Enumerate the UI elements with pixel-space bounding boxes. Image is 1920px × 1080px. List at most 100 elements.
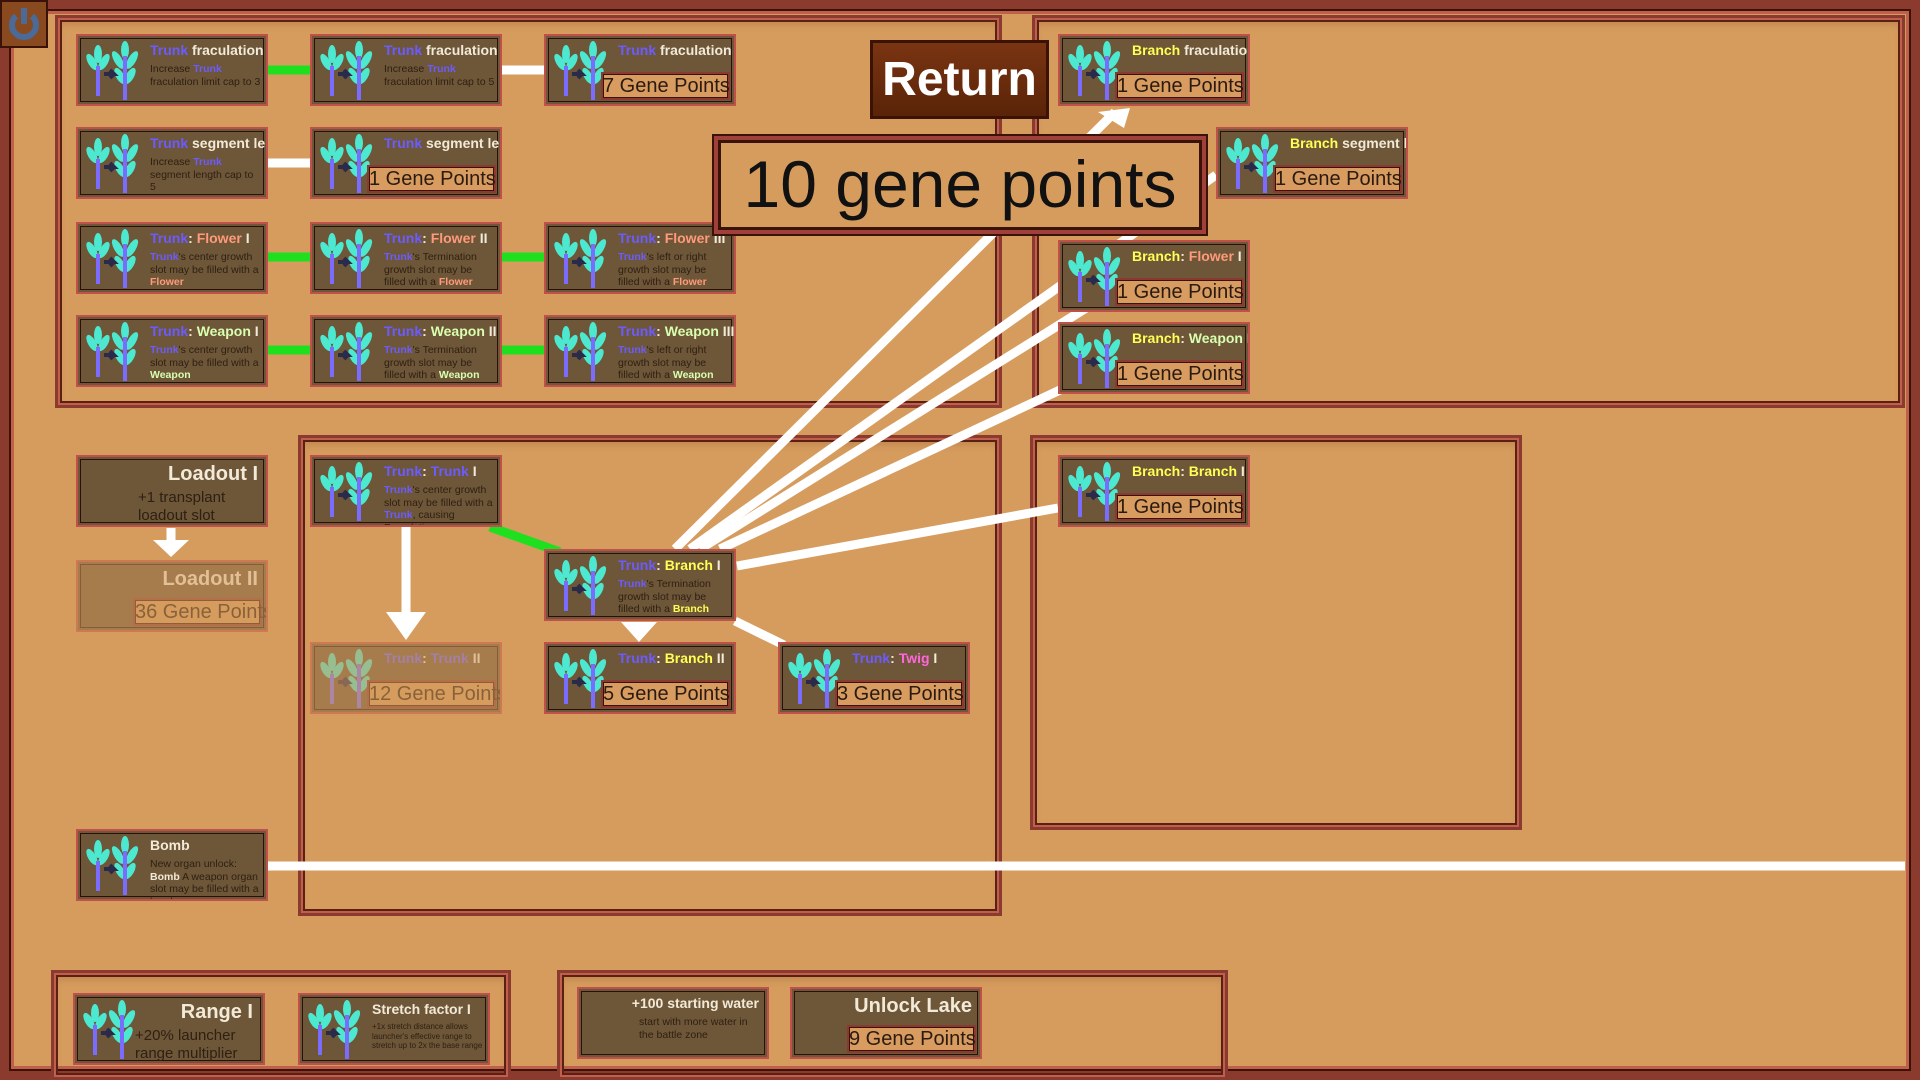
upgrade-card-range-1[interactable]: Range I+20% launcher range multiplier — [73, 993, 265, 1065]
card-description: Increase Trunk segment length cap to 5 — [150, 156, 262, 194]
card-title-part: : — [188, 230, 197, 246]
card-title: Trunk segment length II — [384, 135, 500, 151]
card-title-part: Weapon — [1188, 330, 1243, 346]
card-title-part: Weapon — [664, 323, 719, 339]
plant-upgrade-icon — [1064, 246, 1128, 308]
upgrade-card-branch-flower-1[interactable]: Branch: Flower I 1 Gene Points — [1058, 240, 1250, 312]
card-title-part: Branch — [1132, 248, 1181, 264]
card-description: New organ unlock: Bomb A weapon organ sl… — [150, 858, 262, 900]
gene-point-cost: 1 Gene Points — [1115, 278, 1244, 306]
upgrade-card-trunk-trunk-1[interactable]: Trunk: Trunk I Trunk's center growth slot… — [310, 455, 502, 527]
card-title-part: Trunk — [430, 650, 469, 666]
arrow-down-icon — [621, 622, 657, 642]
plant-upgrade-icon — [316, 321, 380, 383]
card-title-part: : — [422, 463, 431, 479]
plant-upgrade-icon — [82, 835, 146, 897]
card-title-part: I — [241, 230, 250, 246]
card-title-part: Loadout II — [162, 568, 258, 590]
card-title-part: : — [422, 230, 431, 246]
battle-zone-panel — [557, 970, 1228, 1080]
card-title: Branch: Flower I — [1132, 248, 1244, 264]
upgrade-card-branch-weapon-1[interactable]: Branch: Weapon I1 Gene Points — [1058, 322, 1250, 394]
card-description: Trunk's left or right growth slot may be… — [618, 251, 730, 289]
launcher-panel — [51, 970, 511, 1080]
card-title-part: Trunk — [618, 42, 657, 58]
card-title: Trunk: Weapon II — [384, 323, 497, 339]
card-title-part: segment length II — [426, 135, 500, 151]
card-title-part: I — [1233, 248, 1242, 264]
power-icon[interactable] — [0, 0, 48, 48]
upgrade-card-trunk-segment-2[interactable]: Trunk segment length II 1 Gene Points — [310, 127, 502, 199]
upgrade-card-stretch-factor-1[interactable]: Stretch factor I+1x stretch distance all… — [298, 993, 490, 1065]
arrow-icon — [1098, 108, 1130, 128]
card-title: Branch segment length I — [1290, 135, 1406, 151]
card-title: Trunk: Weapon I — [150, 323, 262, 339]
card-description: Trunk's center growth slot may be filled… — [384, 484, 496, 525]
card-title-part: : — [422, 650, 431, 666]
card-description: Increase Trunk fraculation limit cap to … — [384, 63, 496, 88]
card-description: Trunk's center growth slot may be filled… — [150, 344, 262, 382]
card-title-part: I — [712, 557, 721, 573]
arrow-down-icon — [386, 612, 426, 640]
card-title-part: : — [188, 323, 197, 339]
upgrade-card-trunk-fraculation-3[interactable]: Trunk fraculation III7 Gene Points — [544, 34, 736, 106]
card-title: +100 starting water — [589, 995, 759, 1011]
upgrade-card-loadout-1[interactable]: Loadout I+1 transplant loadout slot — [76, 455, 268, 527]
card-description-part: A weapon organ slot may be filled with a… — [150, 870, 259, 900]
card-title-part: Trunk — [618, 230, 657, 246]
card-title: Trunk: Trunk II — [384, 650, 496, 666]
gene-point-cost: 1 Gene Points — [367, 165, 496, 193]
card-title-part: : — [1180, 248, 1189, 264]
plant-upgrade-icon — [550, 40, 614, 102]
card-description-part: , causing Fraculation — [384, 509, 455, 525]
plant-upgrade-icon — [82, 133, 146, 195]
card-title-part: Trunk — [150, 230, 189, 246]
card-description-part: Flower — [672, 276, 707, 288]
card-description-part: Flower — [150, 276, 184, 288]
card-description-part: Increase — [384, 63, 428, 75]
card-title: Trunk fraculation III — [618, 42, 734, 58]
plant-upgrade-icon — [550, 228, 614, 290]
card-title: Trunk: Twig I — [852, 650, 964, 666]
upgrade-card-trunk-flower-1[interactable]: Trunk: Flower I Trunk's center growth slo… — [76, 222, 268, 294]
card-title-part: Trunk — [852, 650, 891, 666]
card-description: Trunk's Termination growth slot may be f… — [618, 578, 730, 616]
arrow-down-icon — [153, 540, 189, 557]
card-description-part: 's Termination growth slot may be filled… — [384, 251, 477, 288]
card-description-part: Trunk — [618, 344, 647, 356]
card-title-part: segment length I — [1342, 135, 1408, 151]
branch-organs-panel — [1030, 435, 1522, 830]
card-description-part: Flower — [438, 276, 473, 288]
card-title-part: Branch — [664, 650, 713, 666]
plant-upgrade-icon — [82, 321, 146, 383]
upgrade-card-branch-fraculation-1[interactable]: Branch fraculation I1 Gene Points — [1058, 34, 1250, 106]
card-description-part: Branch — [672, 603, 710, 615]
return-button[interactable]: Return — [870, 40, 1049, 119]
card-title: Trunk: Trunk I — [384, 463, 496, 479]
card-title-part: III — [718, 323, 735, 339]
card-title-part: fraculation I — [188, 42, 268, 58]
card-title: Loadout I — [88, 463, 258, 486]
card-description: Trunk's center growth slot may be filled… — [150, 251, 262, 289]
gene-point-cost: 1 Gene Points — [1115, 360, 1244, 388]
upgrade-card-branch-segment-1[interactable]: Branch segment length I1 Gene Points — [1216, 127, 1408, 199]
upgrade-card-trunk-weapon-1[interactable]: Trunk: Weapon I Trunk's center growth slo… — [76, 315, 268, 387]
card-title: Trunk: Flower II — [384, 230, 496, 246]
